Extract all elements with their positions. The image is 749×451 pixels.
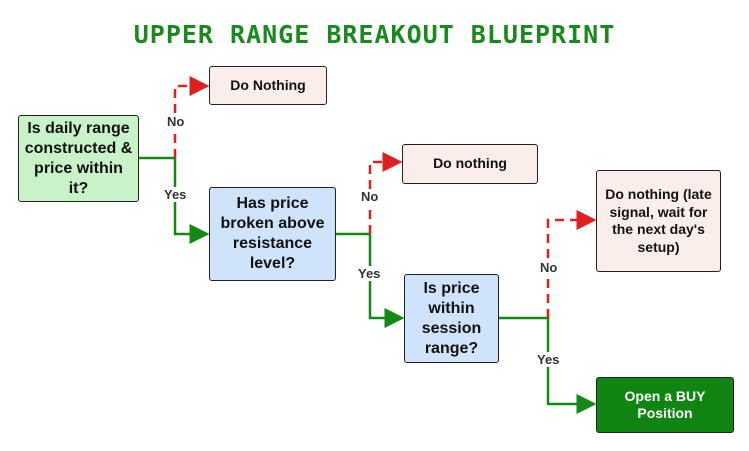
label-no-1: No — [166, 114, 186, 129]
decision-broken-resistance: Has price broken above resistance level? — [209, 187, 336, 281]
do-nothing-text-2: Do nothing — [433, 155, 507, 172]
no-arrow-2 — [368, 152, 403, 234]
do-nothing-box-3: Do nothing (late signal, wait for the ne… — [596, 170, 721, 272]
label-no-2: No — [360, 189, 380, 204]
do-nothing-text-1: Do Nothing — [230, 76, 306, 93]
open-buy-position-box: Open a BUY Position — [596, 377, 734, 433]
label-yes-1: Yes — [163, 187, 188, 202]
decision-session-range: Is price within session range? — [404, 274, 499, 363]
no-arrow-3 — [546, 210, 597, 318]
decision-session-range-text: Is price within session range? — [421, 279, 482, 357]
decision-daily-range: Is daily range constructed & price withi… — [18, 115, 139, 202]
do-nothing-text-3: Do nothing (late signal, wait for the ne… — [605, 186, 712, 255]
label-yes-3: Yes — [536, 352, 561, 367]
diagram-title: UPPER RANGE BREAKOUT BLUEPRINT — [133, 20, 616, 49]
decision-broken-resistance-text: Has price broken above resistance level? — [220, 195, 325, 272]
label-no-3: No — [539, 260, 559, 275]
do-nothing-box-1: Do Nothing — [209, 66, 327, 105]
do-nothing-box-2: Do nothing — [402, 144, 538, 184]
no-arrow-1 — [173, 76, 210, 158]
open-buy-position-text: Open a BUY Position — [624, 387, 706, 422]
decision-daily-range-text: Is daily range constructed & price withi… — [24, 119, 133, 197]
label-yes-2: Yes — [357, 266, 382, 281]
